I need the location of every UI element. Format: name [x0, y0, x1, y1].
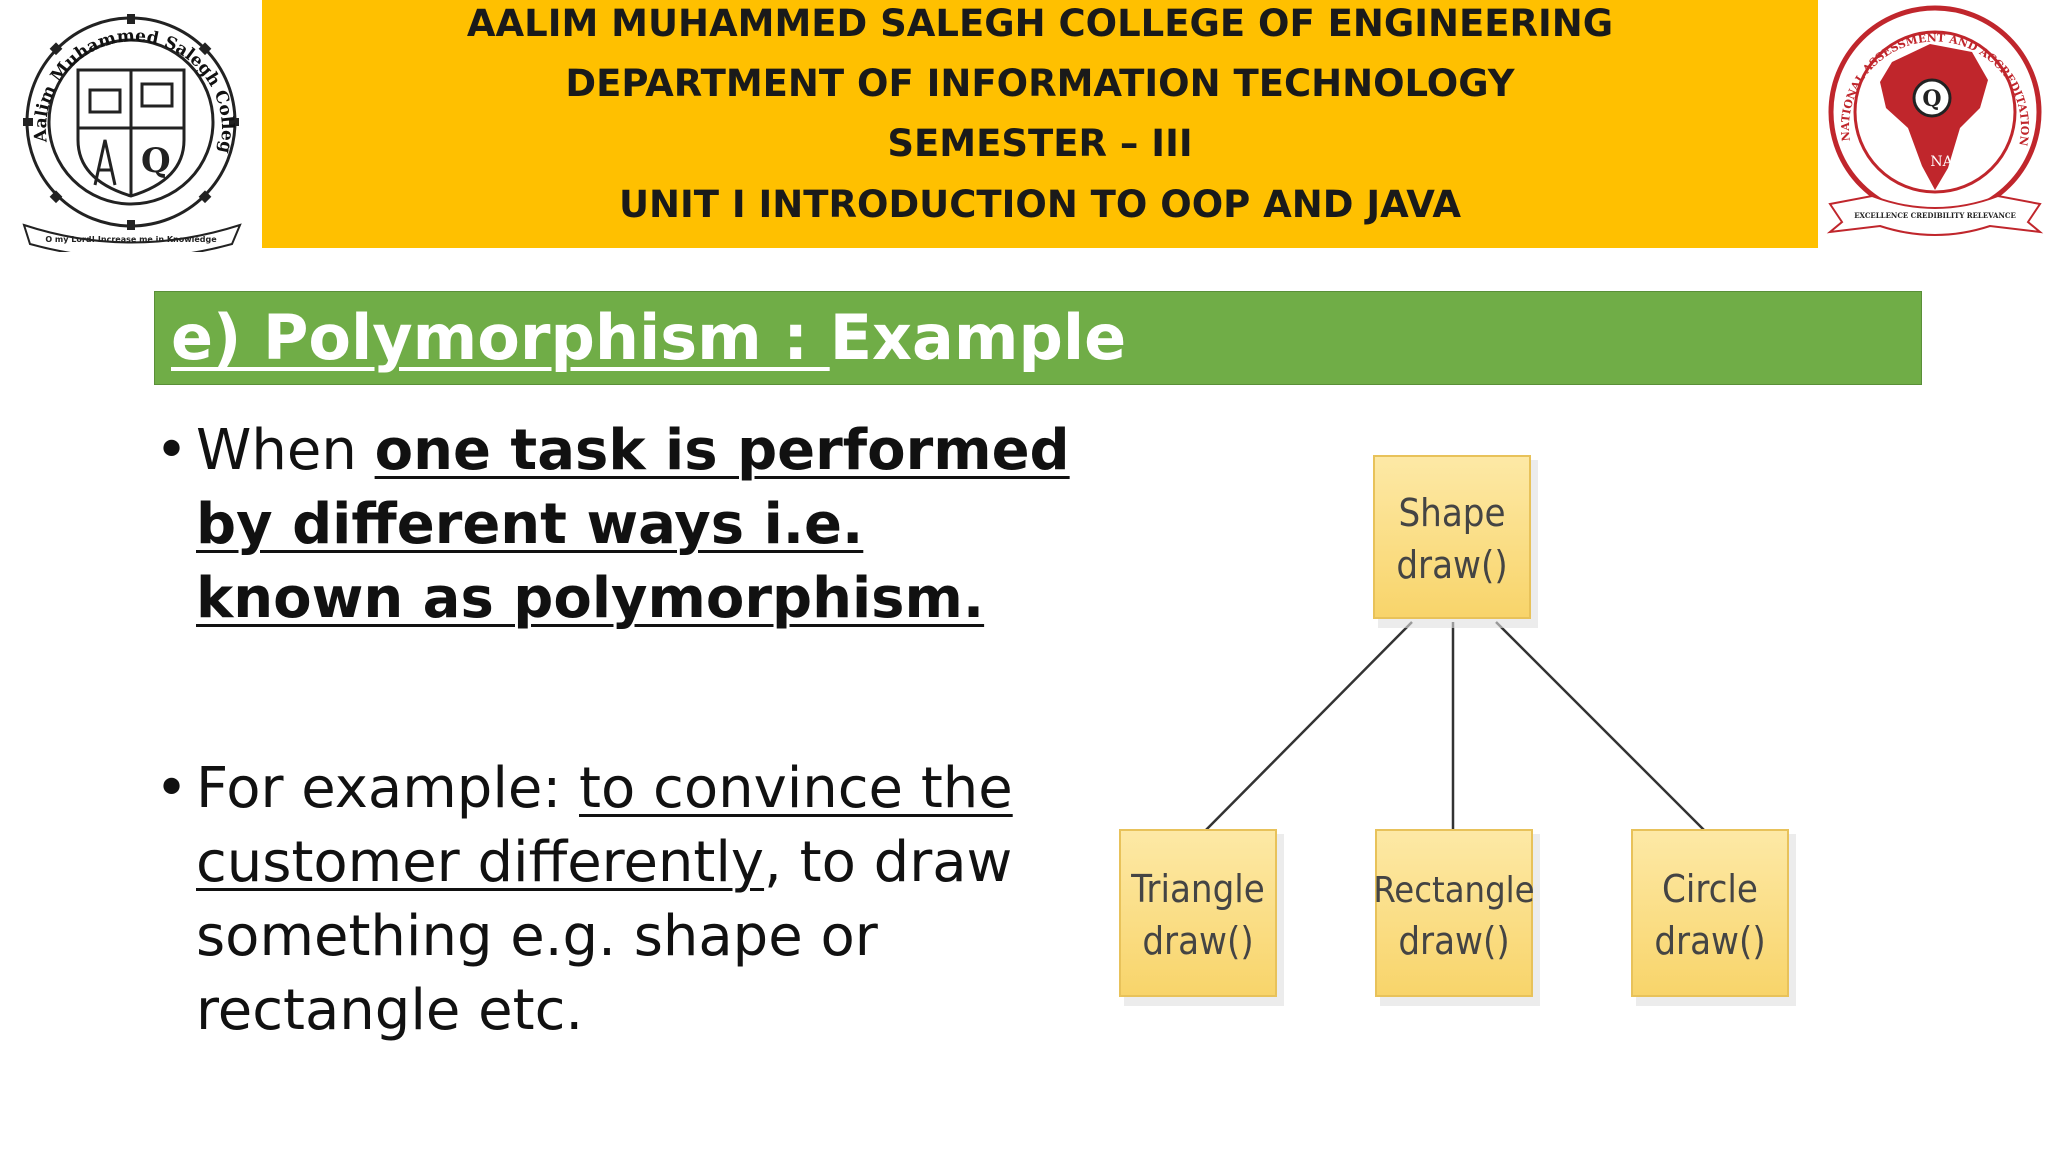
- bullet-underlined: to convince the customer differently: [196, 756, 1013, 895]
- college-seal-logo: Aalim Muhammed Salegh College of Enginee…: [0, 0, 262, 259]
- header-banner: AALIM MUHAMMED SALEGH COLLEGE OF ENGINEE…: [262, 0, 1818, 248]
- naac-ribbon-text: EXCELLENCE CREDIBILITY RELEVANCE: [1854, 211, 2016, 220]
- slide-title-suffix: Example: [829, 301, 1127, 374]
- slide-title: e) Polymorphism : Example: [171, 296, 1126, 380]
- slide-title-bar: e) Polymorphism : Example: [154, 291, 1922, 385]
- connector-shape-triangle: [1199, 621, 1413, 837]
- node-shape: Shape draw(): [1373, 455, 1538, 628]
- bullet-prefix: When: [196, 418, 375, 483]
- bullet-icon: •: [155, 418, 189, 483]
- node-rectangle: Rectangle draw(): [1373, 829, 1540, 1006]
- college-ribbon-text: O my Lord! Increase me in Knowledge: [45, 235, 217, 244]
- node-shape-name: Shape: [1398, 491, 1505, 535]
- connector-shape-circle: [1495, 621, 1711, 837]
- node-triangle: Triangle draw(): [1119, 829, 1284, 1006]
- semester-label: SEMESTER – III: [887, 122, 1193, 165]
- node-circle-method: draw(): [1654, 919, 1765, 963]
- node-triangle-name: Triangle: [1130, 867, 1265, 911]
- naac-center-text: NAAC: [1930, 154, 1973, 170]
- college-name: AALIM MUHAMMED SALEGH COLLEGE OF ENGINEE…: [466, 2, 1614, 45]
- node-rectangle-name: Rectangle: [1373, 870, 1534, 911]
- bullet-prefix: For example:: [196, 756, 580, 821]
- svg-text:Q: Q: [1922, 86, 1941, 112]
- bullet-text: For example: to convince the customer di…: [196, 752, 1076, 1048]
- class-hierarchy-diagram: Shape draw() Triangle draw() Rectangle d…: [1110, 450, 1800, 1020]
- department-name: DEPARTMENT OF INFORMATION TECHNOLOGY: [565, 62, 1515, 105]
- bullet-text: When one task is performed by different …: [196, 414, 1076, 636]
- bullet-suffix: , to draw something e.g. shape or rectan…: [196, 830, 1013, 1043]
- svg-text:Q: Q: [141, 141, 171, 181]
- node-rectangle-method: draw(): [1398, 919, 1509, 963]
- node-shape-method: draw(): [1396, 543, 1507, 587]
- bullet-emphasis: one task is performed by different ways …: [196, 418, 1070, 631]
- node-triangle-method: draw(): [1142, 919, 1253, 963]
- node-circle: Circle draw(): [1631, 829, 1796, 1006]
- naac-seal-logo: NATIONAL ASSESSMENT AND ACCREDITATION CO…: [1817, 0, 2048, 240]
- unit-title: UNIT I INTRODUCTION TO OOP AND JAVA: [618, 183, 1461, 226]
- bullet-icon: •: [155, 756, 189, 821]
- slide-title-topic: e) Polymorphism :: [171, 301, 830, 374]
- node-circle-name: Circle: [1662, 867, 1758, 911]
